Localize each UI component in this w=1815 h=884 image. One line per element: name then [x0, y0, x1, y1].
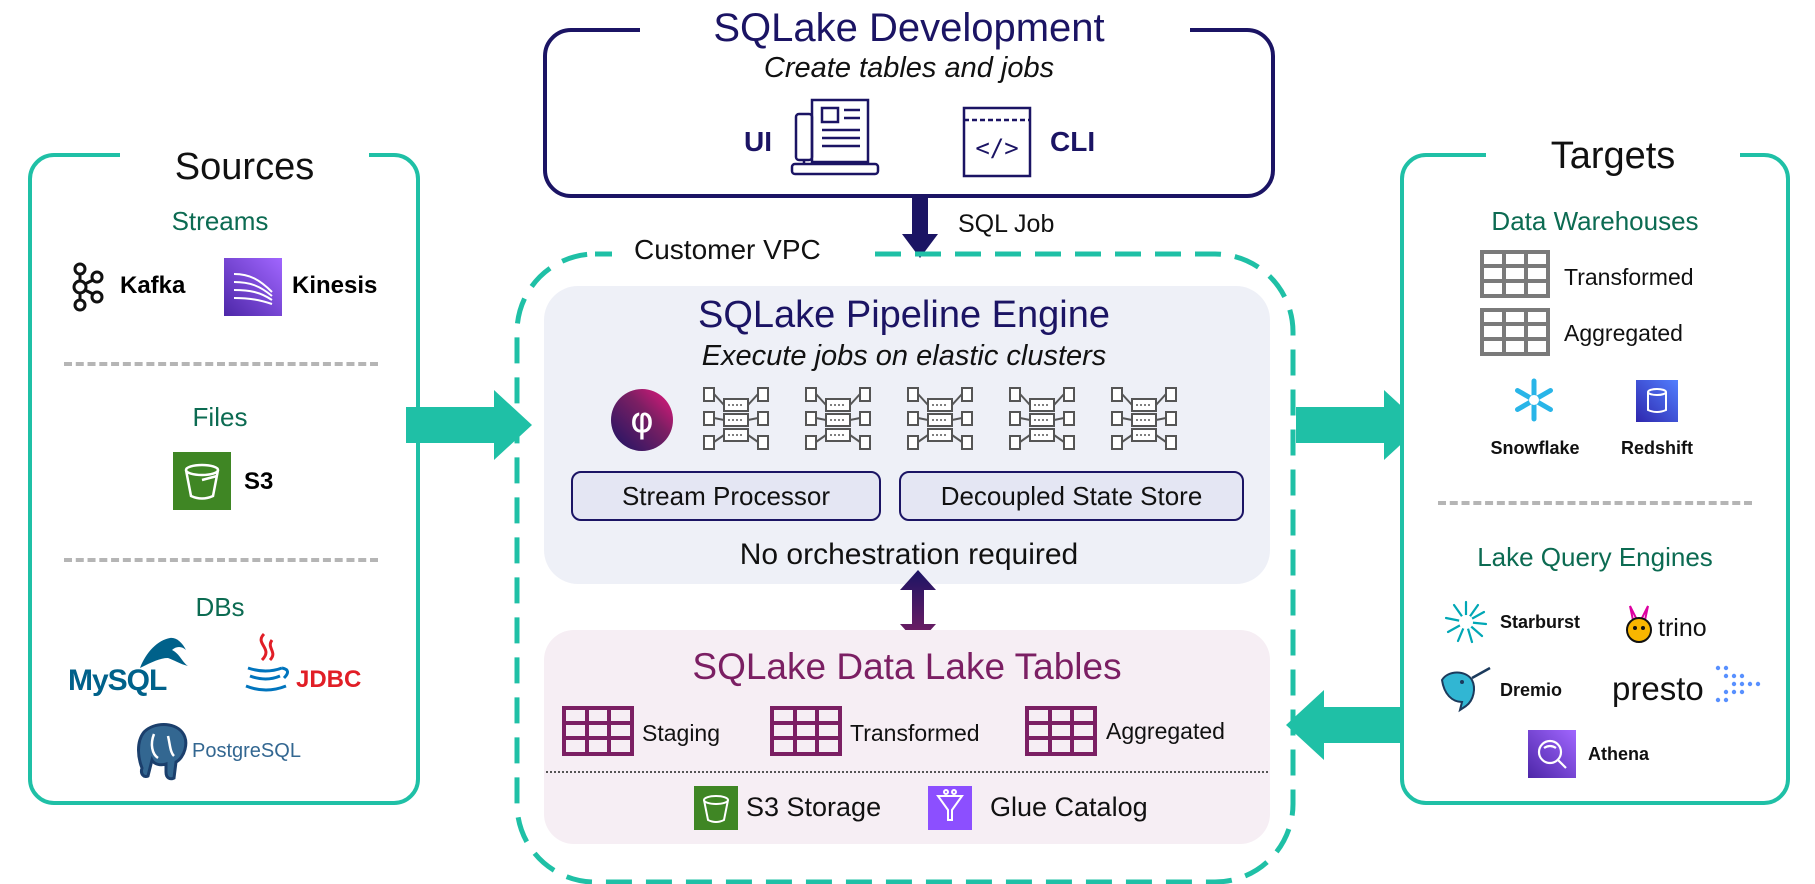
jdbc-label: JDBC — [296, 666, 362, 693]
dremio-label: Dremio — [1500, 680, 1563, 700]
sql-job-arrow — [902, 196, 938, 258]
cli-code-icon: </> — [962, 106, 1032, 178]
sources-to-engine-arrow — [406, 390, 532, 460]
s3-label: S3 — [244, 468, 274, 495]
mysql-dolphin-icon — [140, 637, 188, 668]
dbs-heading: DBs — [195, 592, 245, 622]
ui-monitor-icon — [790, 98, 880, 176]
pipeline-engine-subtitle: Execute jobs on elastic clusters — [701, 340, 1107, 372]
trino-label: trino — [1658, 614, 1707, 642]
pipeline-engine-title: SQLake Pipeline Engine — [698, 294, 1110, 336]
sources-title: Sources — [120, 145, 369, 189]
s3-storage-icon — [694, 786, 738, 830]
stream-processor-box: Stream Processor — [571, 471, 881, 521]
warehouse-aggregated-label: Aggregated — [1564, 320, 1683, 346]
snowflake-label: Snowflake — [1490, 438, 1580, 458]
snowflake-icon — [1515, 378, 1553, 422]
lake-table-aggregated-label: Aggregated — [1106, 718, 1225, 744]
redshift-label: Redshift — [1621, 438, 1693, 458]
ui-label: UI — [744, 126, 772, 157]
data-lake-panel — [544, 630, 1270, 844]
data-lake-title: SQLake Data Lake Tables — [692, 646, 1122, 687]
kafka-icon — [72, 262, 104, 312]
redshift-icon — [1636, 380, 1678, 422]
presto-label: presto — [1612, 670, 1704, 707]
postgres-elephant-icon — [137, 723, 188, 781]
athena-label: Athena — [1588, 744, 1650, 764]
sources-divider-2 — [64, 558, 378, 562]
upsolver-logo-glyph: φ — [630, 400, 654, 441]
postgres-logo-text: PostgreSQL — [192, 740, 301, 762]
java-cup-icon — [245, 632, 289, 692]
lake-divider — [546, 771, 1268, 773]
lake-engines-heading: Lake Query Engines — [1477, 542, 1713, 572]
development-title-backdrop — [640, 12, 1190, 46]
no-orchestration-note: No orchestration required — [739, 538, 1079, 571]
files-heading: Files — [192, 402, 248, 432]
customer-vpc-label: Customer VPC — [634, 234, 821, 265]
athena-icon — [1528, 730, 1576, 778]
cli-code-glyph: </> — [975, 134, 1018, 162]
mysql-logo-text: MySQL — [68, 664, 167, 697]
s3-storage-label: S3 Storage — [746, 792, 882, 822]
sql-job-label: SQL Job — [958, 210, 1055, 238]
targets-title: Targets — [1486, 134, 1740, 178]
engine-to-targets-arrow — [1296, 390, 1422, 460]
development-subtitle: Create tables and jobs — [763, 52, 1055, 84]
targets-divider — [1438, 501, 1752, 505]
cluster-node-icons — [703, 387, 1177, 450]
kinesis-label: Kinesis — [292, 272, 378, 299]
glue-catalog-icon — [928, 786, 972, 830]
glue-catalog-label: Glue Catalog — [990, 792, 1148, 822]
warehouse-transformed-label: Transformed — [1564, 264, 1694, 290]
targets-to-lake-arrow — [1286, 690, 1412, 760]
warehouse-table-icons — [1480, 250, 1550, 356]
dremio-narwhal-icon — [1440, 666, 1491, 713]
development-panel — [543, 28, 1275, 198]
development-title: SQLake Development — [713, 6, 1105, 50]
presto-dots-icon — [1715, 665, 1761, 703]
lake-table-staging-label: Staging — [642, 720, 721, 746]
kafka-label: Kafka — [120, 272, 186, 299]
streams-heading: Streams — [171, 206, 269, 236]
sources-divider-1 — [64, 362, 378, 366]
upsolver-logo-icon: φ — [611, 389, 673, 451]
starburst-label: Starburst — [1500, 612, 1581, 632]
s3-bucket-icon — [173, 452, 231, 510]
cli-label: CLI — [1050, 126, 1096, 157]
state-store-box: Decoupled State Store — [899, 471, 1244, 521]
lake-table-transformed-label: Transformed — [850, 720, 980, 746]
trino-bunny-icon — [1626, 605, 1652, 643]
engine-lake-bidirectional-arrow — [900, 570, 936, 644]
customer-vpc-label-backdrop — [612, 238, 870, 268]
kinesis-icon — [224, 258, 282, 316]
warehouses-heading: Data Warehouses — [1491, 206, 1699, 236]
starburst-icon — [1444, 600, 1488, 644]
